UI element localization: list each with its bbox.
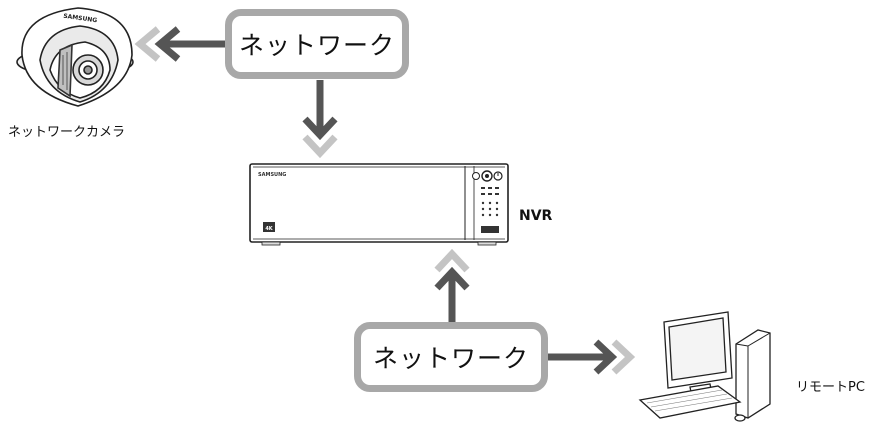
nvr-label: NVR [519, 208, 553, 224]
arrow-to-camera [134, 26, 232, 62]
dome-camera-icon: SAMSUNG [16, 7, 134, 107]
nvr-button-grid [481, 187, 499, 233]
arrow-to-pc [548, 339, 636, 375]
nvr-device-icon: SAMSUNG 4K [249, 163, 509, 246]
nvr-brand-text: SAMSUNG [258, 172, 286, 178]
network-box-top-label: ネットワーク [238, 31, 395, 60]
camera-brand-text: SAMSUNG [63, 13, 98, 25]
arrow-to-nvr [302, 80, 338, 159]
camera-label: ネットワークカメラ [8, 125, 126, 140]
nvr-4k-badge [263, 222, 275, 232]
pc-label: リモートPC [796, 380, 865, 395]
arrow-up-to-nvr [434, 248, 470, 322]
network-box-bottom: ネットワーク [354, 322, 548, 392]
nvr-4k-text: 4K [265, 226, 273, 232]
remote-pc-icon [638, 311, 771, 422]
network-box-bottom-label: ネットワーク [372, 344, 529, 373]
network-box-top: ネットワーク [225, 9, 409, 79]
